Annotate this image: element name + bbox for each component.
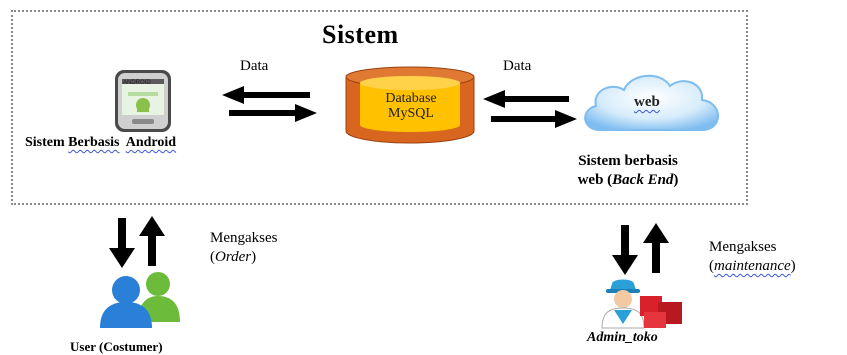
admin-shopkeeper-icon <box>601 279 682 329</box>
phone-screen-text: ANDROID <box>123 80 151 86</box>
web-cloud-icon <box>584 74 719 131</box>
web-system-label: Sistem berbasis web (Back End) <box>577 153 679 188</box>
admin-access-label: Mengakses (maintenance) <box>709 239 796 274</box>
user-up-arrow <box>139 216 165 266</box>
system-boundary <box>11 10 748 205</box>
admin-label: Admin_toko <box>587 330 658 345</box>
user-label: User (Costumer) <box>70 339 163 354</box>
admin-up-arrow <box>643 223 669 273</box>
data-label-left: Data <box>240 58 269 74</box>
diagram-title: Sistem <box>322 20 399 49</box>
database-label: Database MySQL <box>385 91 437 121</box>
data-label-right: Data <box>503 58 532 74</box>
android-phone-icon <box>115 70 171 132</box>
arrow-right-to-database <box>229 104 317 122</box>
cloud-label: web <box>634 94 660 110</box>
arrow-left-to-android <box>222 86 310 104</box>
user-access-label: Mengakses (Order) <box>210 230 278 265</box>
admin-down-arrow <box>612 225 638 275</box>
database-cylinder-icon <box>345 66 475 144</box>
users-icon <box>100 272 180 328</box>
user-down-arrow <box>109 218 135 268</box>
arrow-right-to-web <box>491 110 577 128</box>
arrow-left-to-database <box>483 90 569 108</box>
android-system-label: Sistem Berbasis Android <box>25 135 177 150</box>
